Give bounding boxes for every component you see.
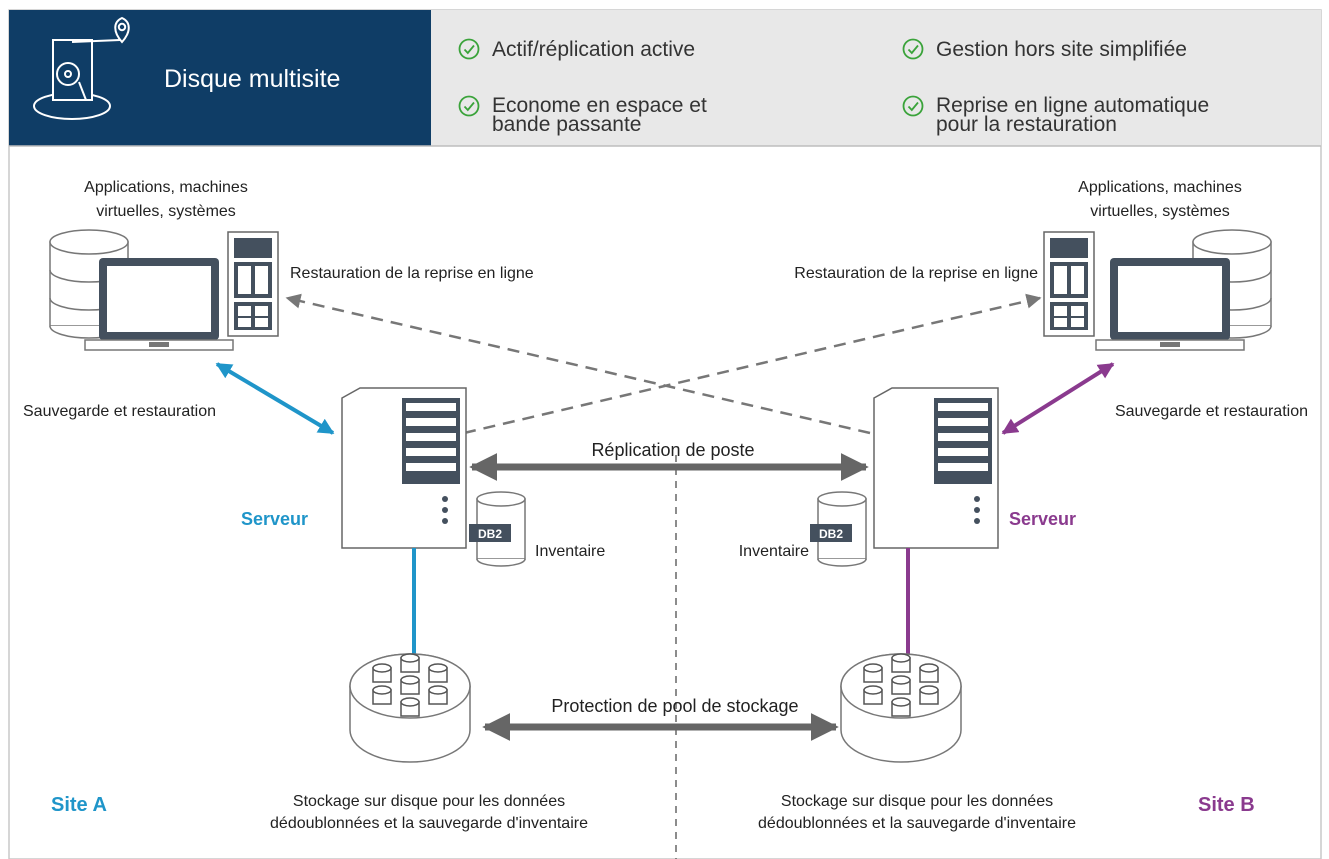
header-features-panel [431,10,1321,146]
backup-restore-arrow-b [1001,362,1115,435]
feature-line: Econome en espace et [492,94,707,117]
inventory-label-b: Inventaire [739,543,809,560]
clients-label-a: virtuelles, systèmes [96,203,236,220]
backup-label-a: Sauvegarde et restauration [23,403,216,420]
server-label-a: Serveur [241,509,308,529]
laptop-icon [1095,257,1245,351]
header-title: Disque multisite [164,65,340,93]
feature-line: Actif/réplication active [492,38,695,61]
database-icon [469,491,526,567]
server-tower-icon [1043,231,1095,337]
site-label-b: Site B [1198,794,1255,816]
feature-line: bande passante [492,113,641,136]
feature-line: Reprise en ligne automatique [936,94,1209,117]
server-label-b: Serveur [1009,509,1076,529]
feature-line: pour la restauration [936,113,1117,136]
site-label-a: Site A [51,794,107,816]
db2-label-b: DB2 [819,527,843,541]
clients-label-b: virtuelles, systèmes [1090,203,1230,220]
database-icon [810,491,867,567]
storage-pool-icon [840,653,962,763]
backup-restore-arrow-a [215,362,335,435]
server-tower-icon [873,387,999,549]
db2-label-a: DB2 [478,527,502,541]
storage-label-b: Stockage sur disque pour les données [781,793,1053,810]
replication-label: Réplication de poste [591,440,754,460]
storage-label-a: dédoublonnées et la sauvegarde d'inventa… [270,815,588,832]
clients-label-b: Applications, machines [1078,179,1242,196]
multisite-disk-icon [33,16,130,120]
storage-label-a: Stockage sur disque pour les données [293,793,565,810]
inventory-label-a: Inventaire [535,543,605,560]
storage-pool-icon [349,653,471,763]
clients-label-a: Applications, machines [84,179,248,196]
server-tower-icon [227,231,279,337]
restore-label-b: Restauration de la reprise en ligne [794,265,1038,282]
restore-label-a: Restauration de la reprise en ligne [290,265,534,282]
laptop-icon [84,257,234,351]
server-tower-icon [341,387,467,549]
feature-line: Gestion hors site simplifiée [936,38,1187,61]
backup-label-b: Sauvegarde et restauration [1115,403,1308,420]
pool-protection-label: Protection de pool de stockage [551,696,798,716]
storage-label-b: dédoublonnées et la sauvegarde d'inventa… [758,815,1076,832]
